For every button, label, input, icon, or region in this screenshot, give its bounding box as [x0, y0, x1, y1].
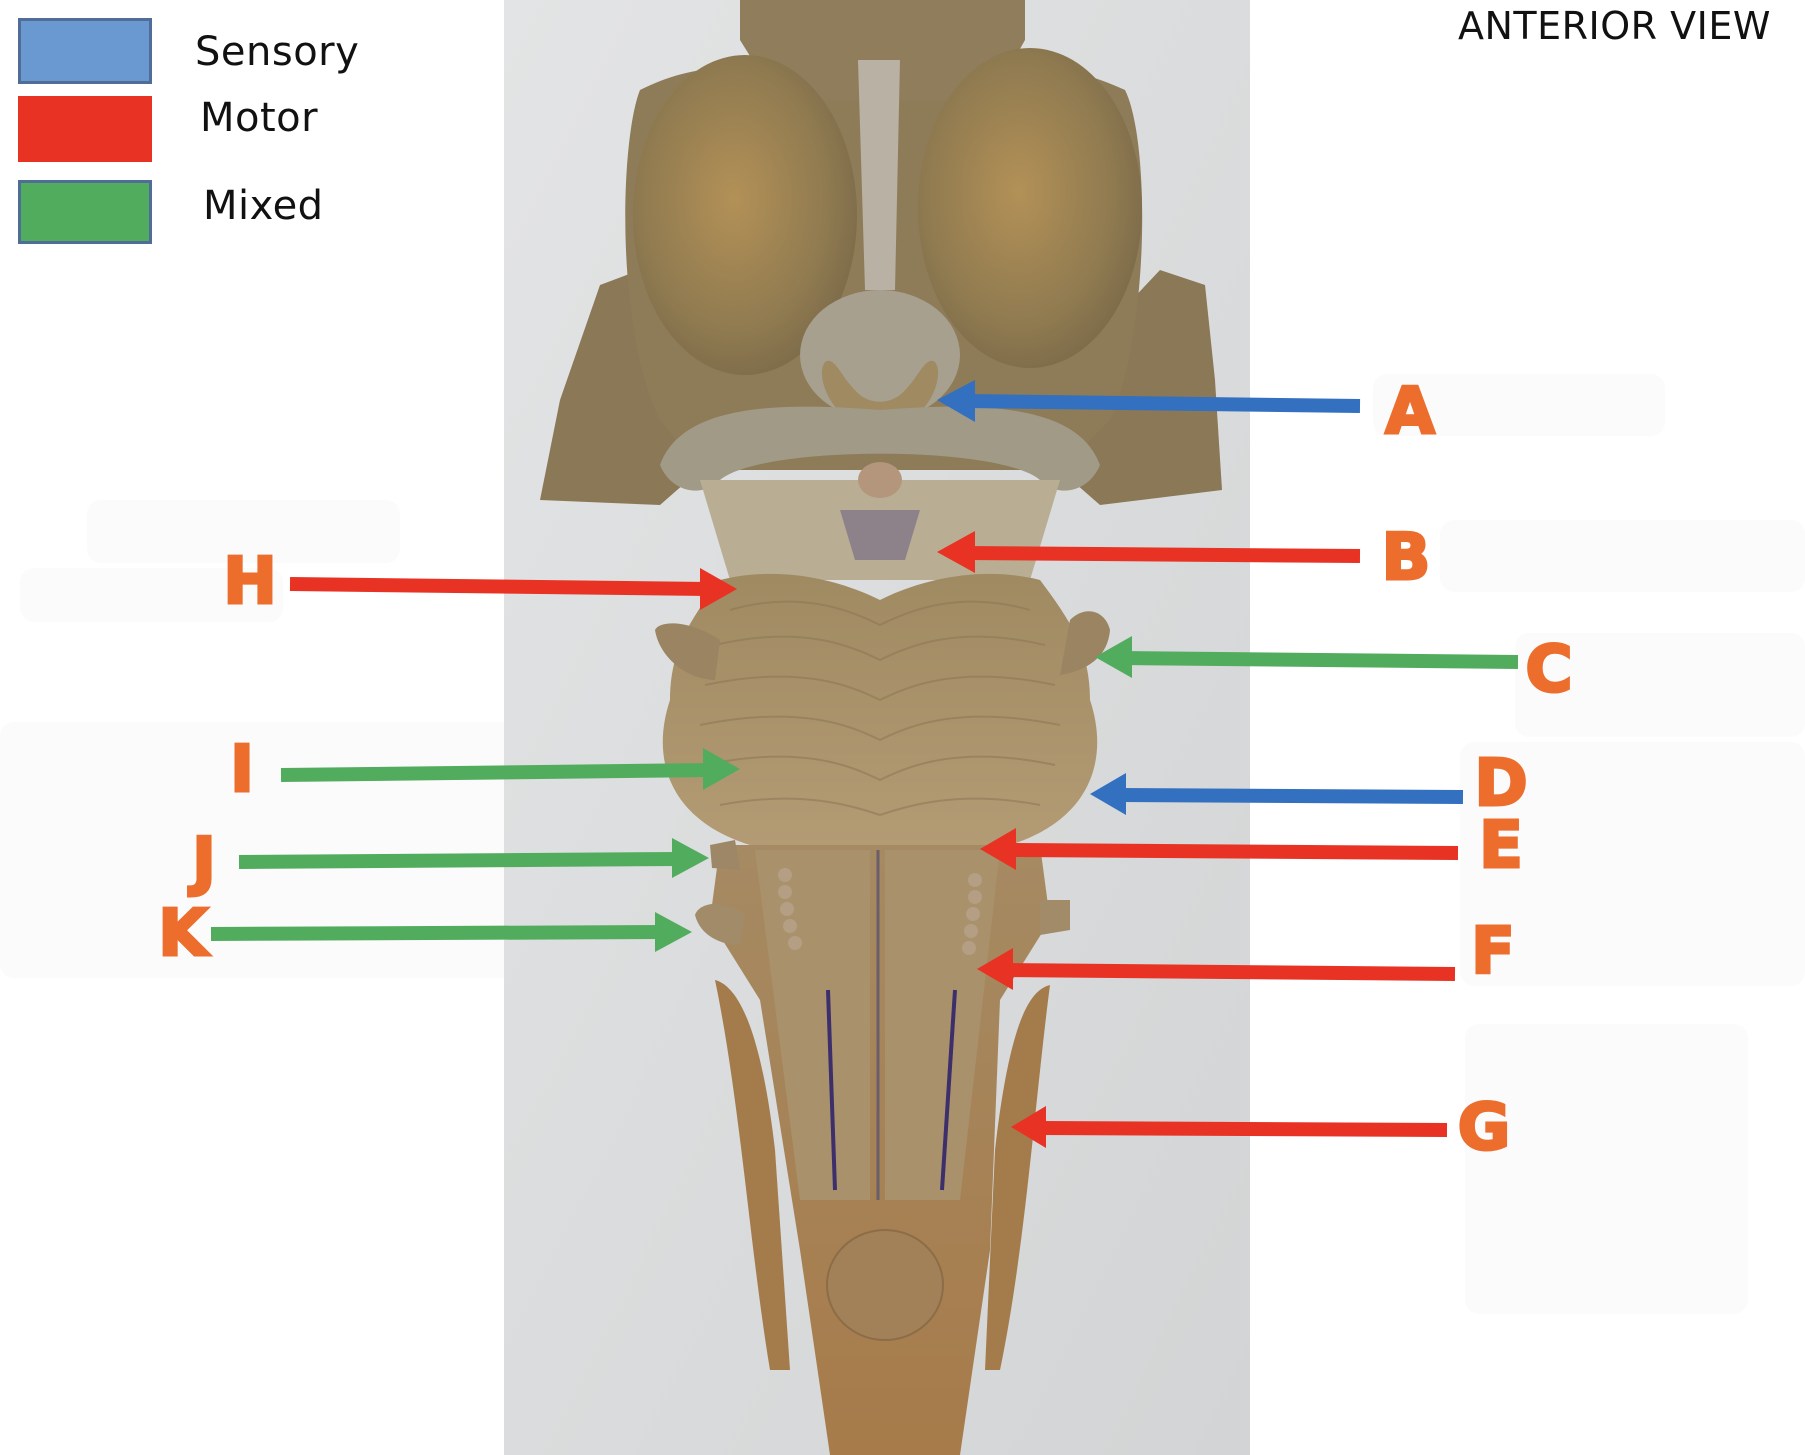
answer-box-h-upper[interactable]	[87, 500, 400, 563]
model-interpeduncular-fossa	[840, 510, 920, 560]
arrow-k	[210, 912, 692, 952]
arrow-h	[289, 568, 737, 610]
marker-a: A	[1384, 375, 1437, 449]
model-pons-ridges	[699, 600, 1061, 817]
arrow-b	[937, 531, 1361, 573]
marker-f: F	[1470, 915, 1517, 989]
model-right-sulcus	[940, 989, 957, 1191]
answer-box-a[interactable]	[1373, 374, 1665, 436]
model-pons	[662, 573, 1098, 845]
arrow-a	[937, 380, 1361, 422]
marker-e: E	[1478, 809, 1525, 883]
legend-swatch-motor	[18, 96, 152, 162]
legend-swatch-sensory	[18, 18, 152, 84]
arrow-e	[980, 828, 1459, 870]
arrow-c	[1095, 636, 1519, 678]
answer-box-g[interactable]	[1465, 1024, 1748, 1314]
model-right-wing	[1060, 270, 1222, 505]
model-olive-bumps	[778, 868, 982, 955]
legend-label-sensory: Sensory	[195, 29, 360, 75]
marker-d: D	[1473, 747, 1529, 821]
marker-b: B	[1380, 521, 1432, 595]
model-left-pyramid-column	[755, 850, 870, 1200]
marker-c: C	[1524, 633, 1574, 707]
arrow-i	[280, 748, 740, 790]
arrow-d	[1090, 773, 1464, 815]
model-right-lobe	[918, 48, 1142, 368]
model-right-lateral-fin	[985, 985, 1050, 1370]
marker-j: J	[191, 825, 218, 899]
legend-label-mixed: Mixed	[203, 183, 324, 229]
marker-g: G	[1456, 1091, 1512, 1165]
view-title: ANTERIOR VIEW	[1458, 4, 1771, 48]
model-mammillary	[858, 462, 902, 498]
model-left-lobe	[633, 55, 857, 375]
model-peduncle-rim	[660, 406, 1100, 491]
model-medallion	[826, 1229, 944, 1341]
marker-k: K	[157, 897, 210, 971]
legend-swatch-mixed	[18, 180, 152, 244]
model-right-trigeminal	[1060, 611, 1110, 675]
marker-i: I	[229, 733, 256, 807]
model-midline-groove	[858, 60, 900, 290]
model-left-nerve-stub-j	[710, 840, 740, 870]
answer-box-d-f[interactable]	[1460, 742, 1805, 986]
marker-h: H	[222, 545, 279, 619]
legend-label-motor: Motor	[200, 95, 319, 141]
answer-box-b[interactable]	[1440, 520, 1805, 592]
model-left-sulcus	[826, 989, 837, 1191]
answer-box-c[interactable]	[1515, 633, 1805, 737]
arrow-g	[1011, 1106, 1448, 1148]
model-right-nerve-stub	[1040, 900, 1070, 935]
model-left-trigeminal	[655, 623, 720, 680]
model-hypothalamus	[800, 290, 960, 420]
arrow-f	[977, 948, 1456, 990]
arrow-j	[238, 838, 709, 878]
model-left-nerve-stub-k	[695, 903, 745, 945]
model-left-lateral-fin	[715, 980, 790, 1370]
answer-box-h-lower[interactable]	[20, 568, 283, 622]
